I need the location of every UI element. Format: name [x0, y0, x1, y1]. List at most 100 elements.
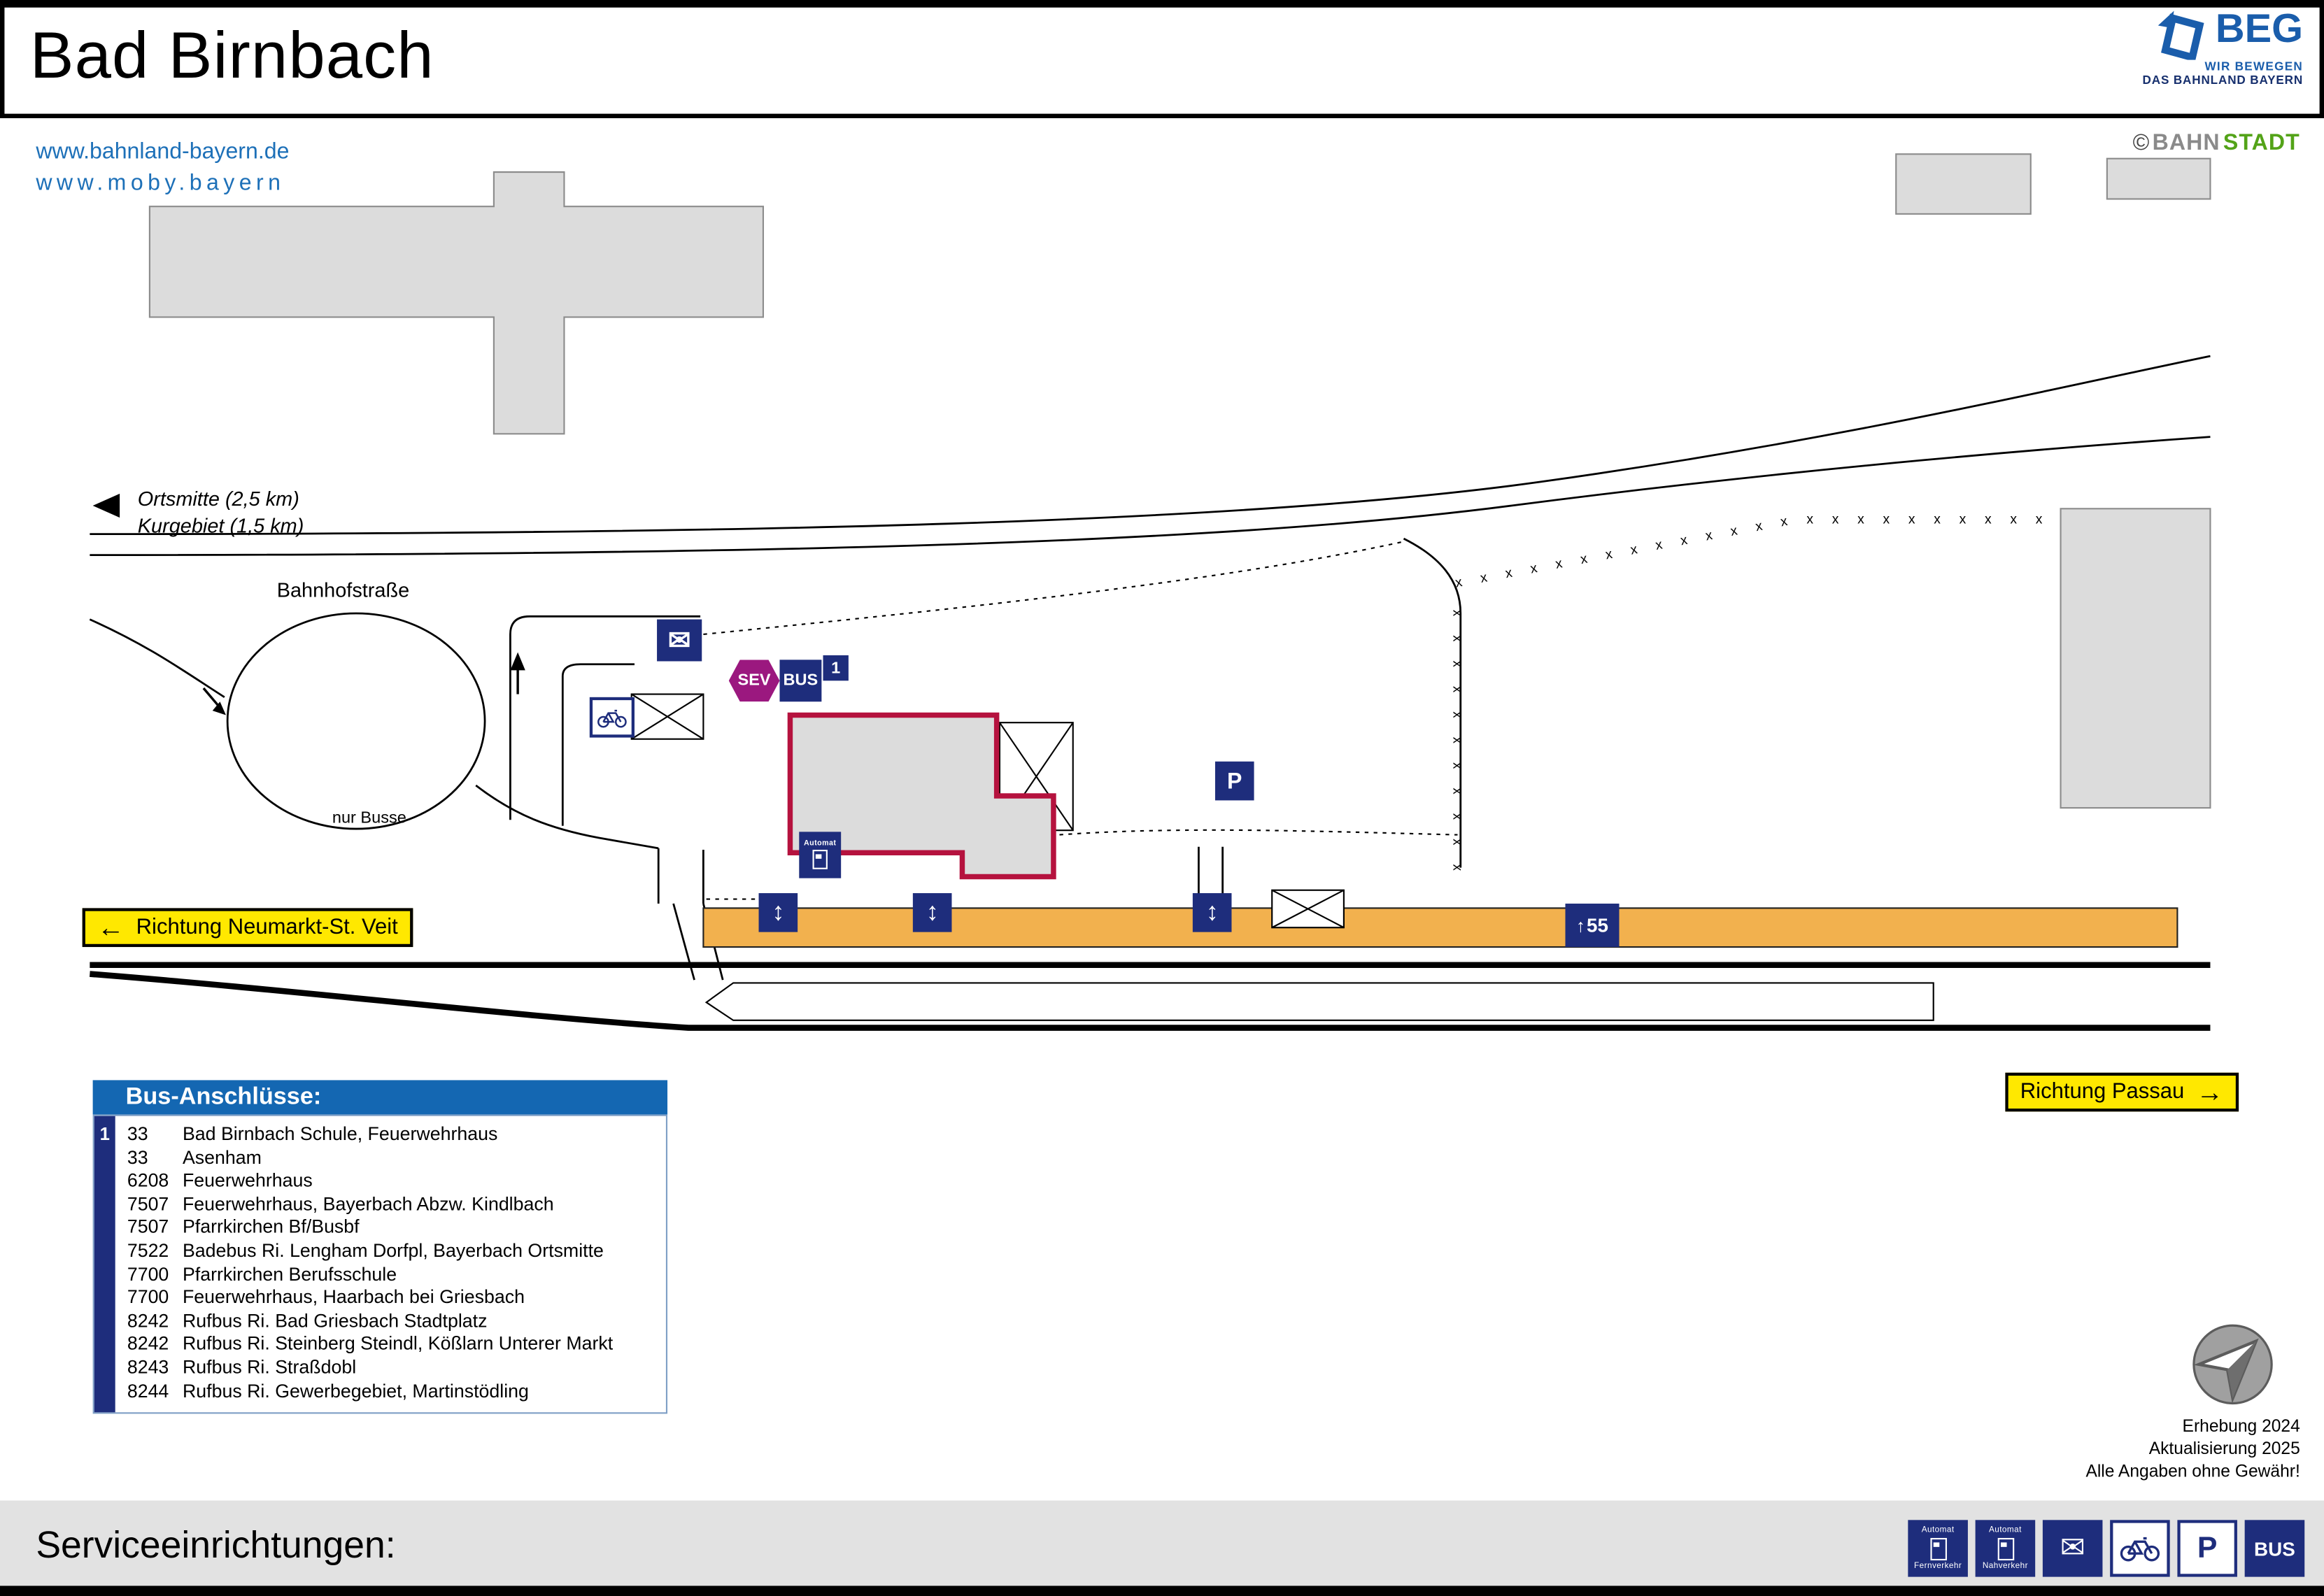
updown-arrow-icon: ↕	[772, 897, 785, 927]
link-moby-bayern[interactable]: www.moby.bayern	[36, 170, 285, 197]
automat-label: Automat	[804, 839, 837, 848]
bottom-bar	[0, 1586, 2324, 1596]
north-arrow-icon	[2191, 1323, 2275, 1413]
sev-icon: SEV	[728, 660, 780, 702]
bus-line-number: 33	[127, 1123, 148, 1145]
bus-line-number: 8244	[127, 1380, 169, 1402]
bus-destination: Asenham	[182, 1146, 262, 1168]
loop-entry-arrow	[202, 687, 227, 715]
bus-line-number: 7700	[127, 1286, 169, 1308]
bus-connection-row: 8243 Rufbus Ri. Straßdobl	[127, 1357, 657, 1380]
automat-fernverkehr-icon: Automat Fernverkehr	[1908, 1520, 1968, 1577]
bus-destination: Bad Birnbach Schule, Feuerwehrhaus	[182, 1123, 498, 1145]
parking-service-icon: P	[2177, 1520, 2237, 1577]
right-arrow-icon: →	[2196, 1077, 2223, 1107]
building-east	[2060, 508, 2211, 809]
bike-parking-icon	[589, 697, 635, 738]
survey-line-1: Erhebung 2024	[2182, 1418, 2300, 1437]
machine-glyph-icon	[1997, 1537, 2014, 1560]
updown-arrow-icon: ↕	[1205, 897, 1219, 927]
svg-text:x x x x x x x x x x x x x x x: x x x x x x x x x x x x x x x x x x x x …	[0, 0, 2206, 871]
up-arrow-icon: ↑	[1576, 915, 1585, 936]
bus-stop-number: 1	[99, 1123, 110, 1145]
bus-connection-row: 33 Bad Birnbach Schule, Feuerwehrhaus	[127, 1123, 657, 1146]
copyright-icon: ©	[2132, 130, 2150, 156]
left-arrow-icon: ←	[97, 912, 125, 943]
bus-destination: Rufbus Ri. Steinberg Steindl, Kößlarn Un…	[182, 1333, 614, 1355]
bus-line-number: 8242	[127, 1333, 169, 1355]
automat-nahverkehr-icon: Automat Nahverkehr	[1975, 1520, 2036, 1577]
bus-destination: Rufbus Ri. Straßdobl	[182, 1357, 357, 1378]
bus-connection-row: 8244 Rufbus Ri. Gewerbegebiet, Martinstöd…	[127, 1380, 657, 1403]
bus-line-number: 7507	[127, 1193, 169, 1215]
bus-connection-row: 33 Asenham	[127, 1147, 657, 1170]
bus-line-number: 33	[127, 1146, 148, 1168]
beg-logo: BEG WIR BEWEGEN DAS BAHNLAND BAYERN	[2048, 6, 2304, 87]
beg-logo-text: BEG	[2215, 6, 2304, 51]
mail-glyph-icon: ✉	[2060, 1532, 2085, 1565]
survey-note: Erhebung 2024 Aktualisierung 2025 Alle A…	[2085, 1417, 2300, 1484]
railway-tracks	[90, 962, 2211, 1031]
bus-destination: Rufbus Ri. Gewerbegebiet, Martinstödling	[182, 1380, 529, 1402]
mail-glyph-icon: ✉	[668, 625, 691, 655]
fence-line: x x x x x x x x x x x x x x x x x x x x …	[0, 0, 2206, 871]
survey-line-2: Aktualisierung 2025	[2148, 1440, 2300, 1459]
platform-shelter	[1271, 889, 1345, 929]
credit-bahn: BAHN	[2152, 130, 2220, 156]
label-bahnhofstrasse: Bahnhofstraße	[276, 578, 410, 601]
bike-icon	[2120, 1537, 2160, 1562]
platform-access-icon: ↕	[912, 893, 952, 932]
automat-label: Automat	[1921, 1525, 1955, 1535]
station-building	[787, 712, 1056, 880]
road-network	[89, 355, 2211, 981]
link-bahnland-bayern[interactable]: www.bahnland-bayern.de	[36, 138, 290, 165]
direction-sign-passau-label: Richtung Passau	[2020, 1080, 2185, 1104]
survey-line-3: Alle Angaben ohne Gewähr!	[2085, 1463, 2300, 1481]
bus-road-arrow	[510, 652, 525, 694]
ticket-machine-icon: Automat	[799, 832, 842, 878]
bus-destination: Feuerwehrhaus, Haarbach bei Griesbach	[182, 1286, 525, 1308]
bus-destination: Badebus Ri. Lengham Dorfpl, Bayerbach Or…	[182, 1240, 604, 1262]
bus-destination: Pfarrkirchen Bf/Busbf	[182, 1216, 360, 1238]
bus-destination: Feuerwehrhaus	[182, 1170, 313, 1192]
bus-line-number: 8243	[127, 1357, 169, 1378]
credit-stadt: STADT	[2223, 130, 2300, 156]
map-arrows	[92, 493, 525, 715]
header-bar	[0, 0, 2324, 118]
direction-sign-passau: Richtung Passau →	[2005, 1072, 2239, 1112]
bus-stop-number-strip: 1	[94, 1116, 115, 1413]
bike-service-icon	[2110, 1520, 2170, 1577]
building-northwest	[148, 171, 765, 435]
bike-icon	[597, 708, 627, 727]
direction-sign-neumarkt-label: Richtung Neumarkt-St. Veit	[136, 915, 398, 940]
bus-connection-row: 7700 Feuerwehrhaus, Haarbach bei Griesbac…	[127, 1287, 657, 1310]
service-icons: Automat Fernverkehr Automat Nahverkehr ✉…	[1908, 1520, 2305, 1577]
bus-destination: Pfarrkirchen Berufsschule	[182, 1263, 397, 1285]
bahnhofstrasse-loop	[226, 612, 486, 830]
beg-logo-mark	[2158, 10, 2205, 60]
buildings	[148, 153, 2211, 809]
bus-stop-number-badge: 1	[823, 655, 849, 681]
machine-glyph-icon	[1929, 1537, 1946, 1560]
bus-line-number: 7507	[127, 1216, 169, 1238]
platform-access-icon: ↕	[758, 893, 798, 932]
label-nur-busse: nur Busse	[332, 809, 406, 827]
label-ortsmitte: Ortsmitte (2,5 km)	[137, 487, 299, 511]
building-northeast-2	[2106, 157, 2211, 200]
beg-tagline-1: WIR BEWEGEN	[2204, 59, 2304, 73]
nahverkehr-label: Nahverkehr	[1982, 1561, 2028, 1570]
fernverkehr-label: Fernverkehr	[1914, 1561, 1962, 1570]
secondary-platform	[704, 982, 1934, 1021]
platform-number: 55	[1587, 913, 1608, 937]
parking-icon: P	[1214, 761, 1254, 801]
direction-sign-neumarkt: ← Richtung Neumarkt-St. Veit	[82, 908, 413, 948]
web-links: www.bahnland-bayern.de www.moby.bayern	[36, 136, 289, 199]
